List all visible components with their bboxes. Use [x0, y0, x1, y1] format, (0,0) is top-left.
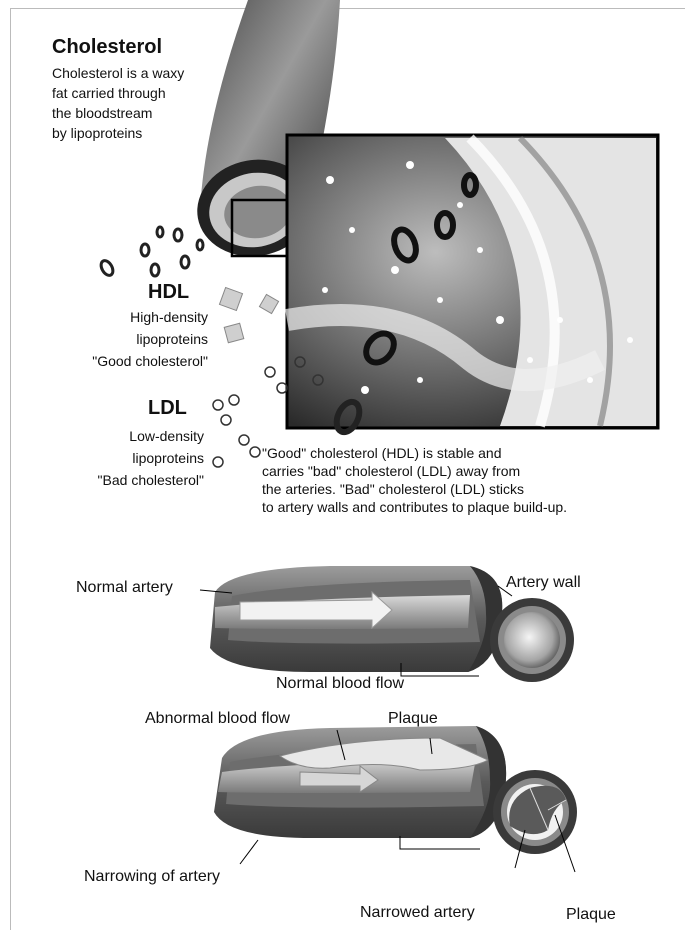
- ldl-description: Low-density lipoproteins "Bad cholestero…: [40, 425, 204, 491]
- narrowed-artery-label: Narrowed artery: [360, 904, 475, 922]
- ldl-heading: LDL: [148, 397, 187, 420]
- intro-text: Cholesterol is a waxy fat carried throug…: [52, 63, 184, 143]
- normal-blood-flow-label: Normal blood flow: [276, 675, 404, 693]
- cross-section-plaque-label: Plaque: [566, 906, 616, 924]
- magnified-artery-inset: [287, 135, 658, 428]
- artery-wall-label: Artery wall: [506, 574, 581, 592]
- hdl-description: High-density lipoproteins "Good choleste…: [40, 306, 208, 372]
- narrowing-of-artery-label: Narrowing of artery: [84, 868, 220, 886]
- page-title: Cholesterol: [52, 36, 162, 59]
- abnormal-blood-flow-label: Abnormal blood flow: [145, 710, 290, 728]
- normal-artery-cross-section: [490, 598, 574, 682]
- hdl-heading: HDL: [148, 281, 189, 304]
- normal-artery-illustration: [210, 566, 502, 672]
- cholesterol-caption: "Good" cholesterol (HDL) is stable and c…: [262, 444, 567, 516]
- narrowed-artery-illustration: [214, 726, 506, 838]
- narrowing-leader: [240, 840, 258, 864]
- plaque-label: Plaque: [388, 710, 438, 728]
- normal-artery-label: Normal artery: [76, 579, 173, 597]
